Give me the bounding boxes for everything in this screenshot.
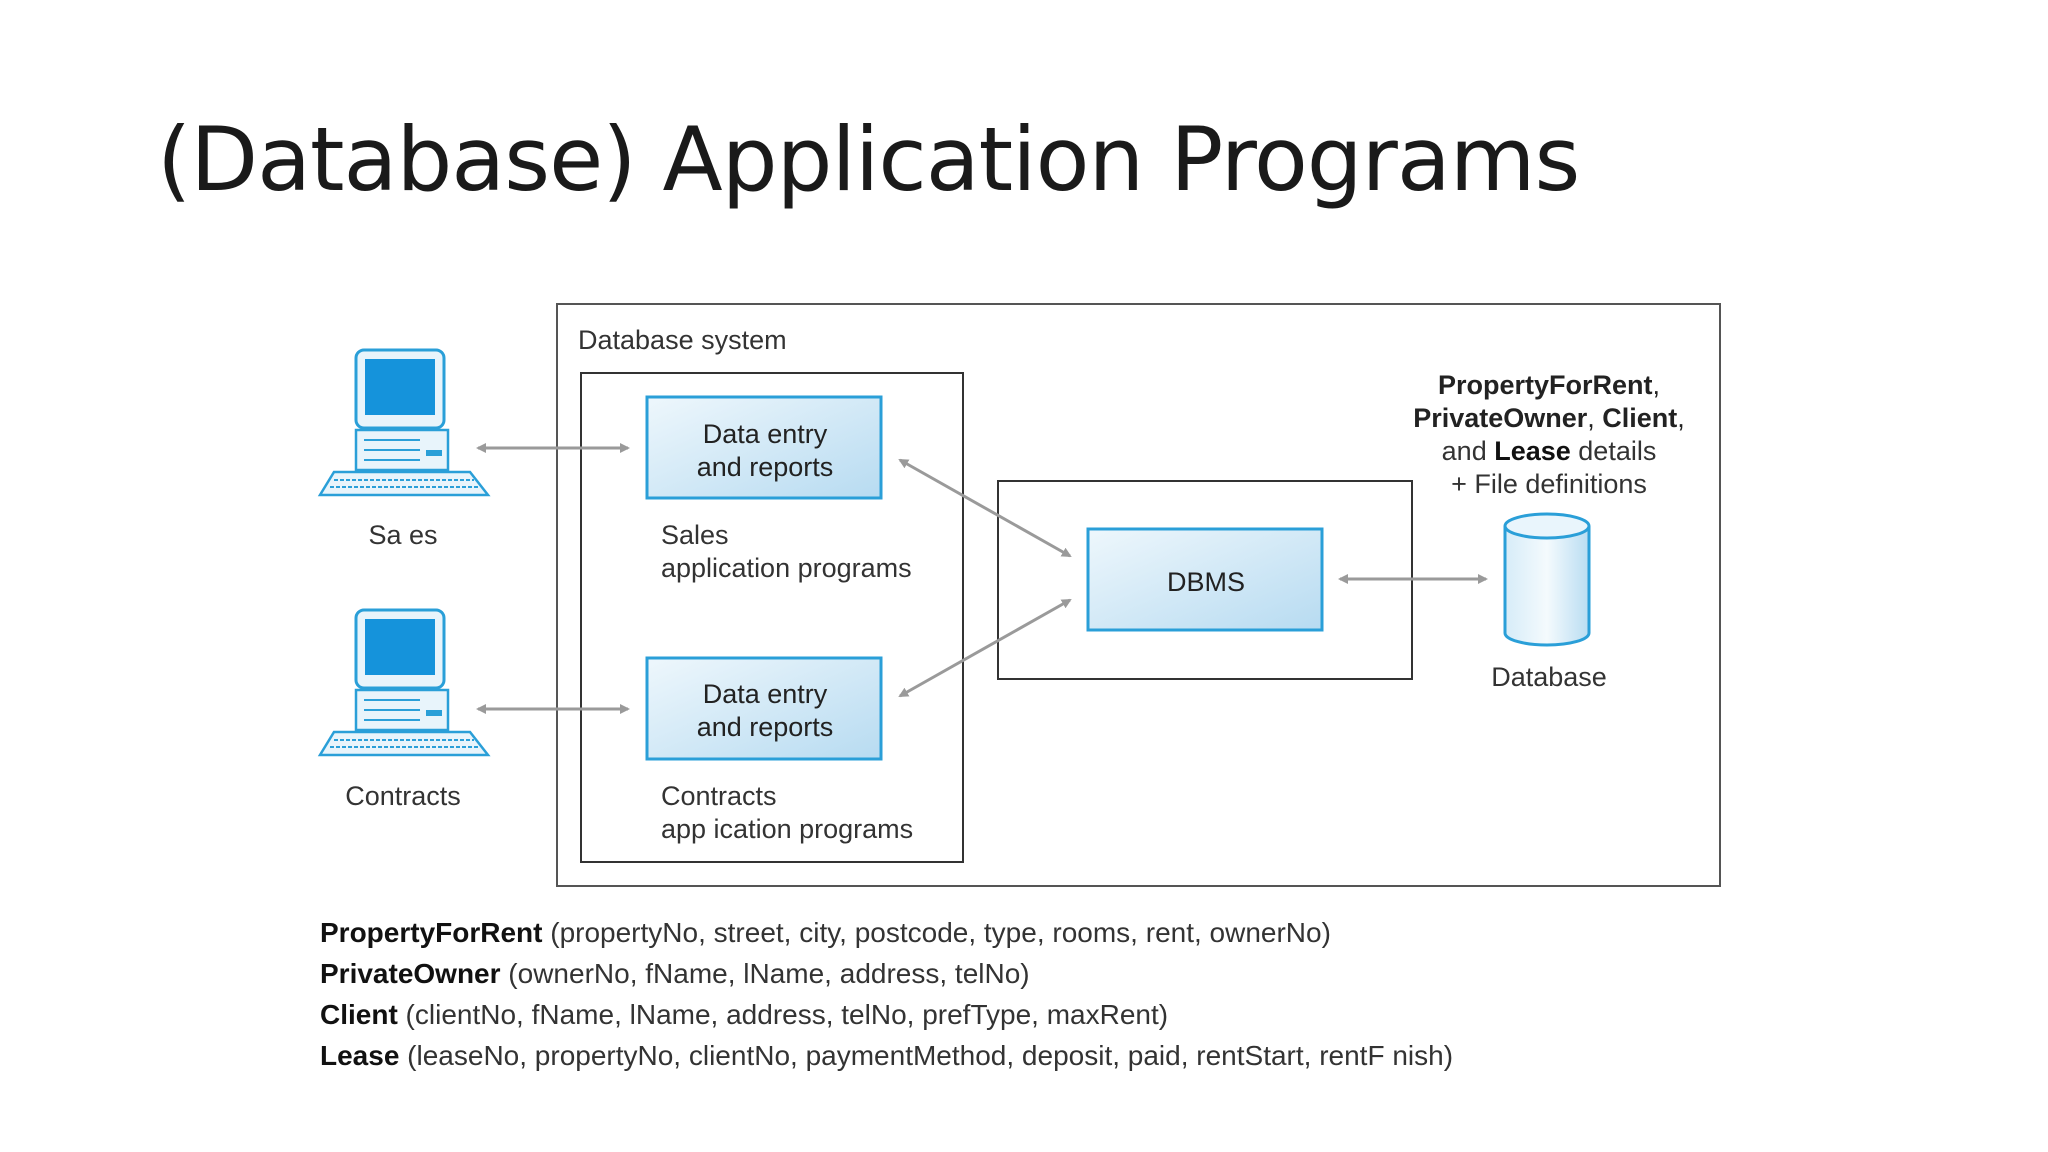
schema-row-client: Client (clientNo, fName, lName, address,… — [320, 994, 1453, 1035]
dbms-box — [1086, 527, 1324, 632]
relation-attributes: (clientNo, fName, lName, address, telNo,… — [397, 999, 1169, 1030]
dbms-label: DBMS — [1167, 567, 1245, 597]
relation-name: Client — [320, 999, 398, 1030]
relation-name: PrivateOwner — [320, 958, 501, 989]
schema-row-lease: Lease (leaseNo, propertyNo, clientNo, pa… — [320, 1035, 1453, 1076]
arrow-contracts-program-dbms — [898, 598, 1072, 698]
contracts-data-entry-box — [645, 656, 883, 761]
arrow-sales-program-dbms — [898, 458, 1072, 558]
terminal-label-contracts: Contracts — [345, 781, 461, 811]
database-cylinder-icon — [1503, 512, 1591, 647]
slide-title: (Database) Application Programs — [157, 108, 1580, 211]
database-system-label: Database system — [578, 325, 787, 355]
schema-row-privateowner: PrivateOwner (ownerNo, fName, lName, add… — [320, 953, 1453, 994]
relation-attributes: (propertyNo, street, city, postcode, typ… — [542, 917, 1331, 948]
contracts-box-line2: and reports — [697, 712, 834, 742]
contracts-caption-line1: Contracts — [661, 781, 777, 811]
computer-icon — [317, 348, 491, 497]
computer-icon — [317, 608, 491, 757]
details-line3: and Lease details — [1442, 436, 1657, 466]
sales-box-line2: and reports — [697, 452, 834, 482]
contracts-caption-line2: app ication programs — [661, 814, 913, 844]
relation-attributes: (ownerNo, fName, lName, address, telNo) — [500, 958, 1030, 989]
details-line2: PrivateOwner, Client, — [1413, 403, 1685, 433]
relational-schema: PropertyForRent (propertyNo, street, cit… — [320, 912, 1453, 1076]
relation-attributes: (leaseNo, propertyNo, clientNo, paymentM… — [399, 1040, 1454, 1071]
relation-name: Lease — [320, 1040, 400, 1071]
sales-data-entry-box — [645, 395, 883, 500]
sales-box-line1: Data entry — [703, 419, 828, 449]
database-label: Database — [1491, 662, 1607, 692]
details-line4: + File definitions — [1451, 469, 1647, 499]
relation-name: PropertyForRent — [320, 917, 543, 948]
sales-caption-line2: application programs — [661, 553, 912, 583]
terminal-label-sales: Sa es — [368, 520, 437, 550]
database-system-frame — [556, 303, 1721, 887]
schema-row-propertyforrent: PropertyForRent (propertyNo, street, cit… — [320, 912, 1453, 953]
contracts-box-line1: Data entry — [703, 679, 828, 709]
details-line1: PropertyForRent, — [1438, 370, 1660, 400]
sales-caption-line1: Sales — [661, 520, 729, 550]
